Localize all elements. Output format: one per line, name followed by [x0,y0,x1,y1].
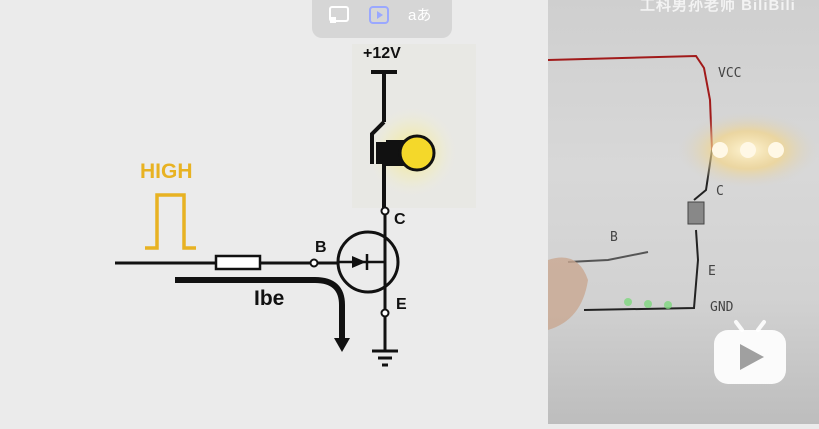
led-green-3 [664,301,672,309]
led-3 [768,142,784,158]
emitter-node [380,308,390,318]
schematic-panel: +12V HIGH B C E Ibe aあ [115,0,460,367]
translate-button[interactable]: aあ [408,2,440,30]
supply-label: +12V [363,45,401,62]
video-ai-button[interactable] [364,2,396,30]
collector-node [380,206,390,216]
video-toolbar: aあ [312,0,452,38]
emitter-label: E [396,296,407,313]
translate-icon: aあ [408,7,432,24]
gnd-wire [583,229,700,311]
photo-c-label: C [716,184,724,199]
switch-block [376,142,386,164]
gnd-label: GND [710,300,734,315]
collector-label: C [394,211,406,228]
diode-symbol [352,256,366,268]
play-button[interactable] [712,318,788,386]
base-node [309,258,319,268]
led-green-1 [624,298,632,306]
transistor-schematic [115,70,460,367]
demo-photo-drawing [548,54,818,330]
watermark: 工科男孙老师 BiliBili [640,0,796,14]
vcc-label: VCC [718,66,742,81]
lamp-bulb [398,134,436,172]
current-path [175,277,345,340]
cast-icon [329,6,349,23]
video-ai-icon [369,6,389,24]
led-1 [712,142,728,158]
b-wire [567,251,649,263]
photo-e-label: E [708,264,716,279]
base-resistor [214,254,262,271]
pulse-label: HIGH [140,160,193,183]
led-2 [740,142,756,158]
vcc-wire [548,54,713,151]
led-green-2 [644,300,652,308]
lamp-base [386,140,404,166]
base-label: B [315,239,327,256]
current-arrow-icon [334,338,350,352]
play-icon [714,320,786,384]
photo-b-label: B [610,230,618,245]
hand [548,257,588,330]
pulse-waveform [145,193,196,250]
cast-button[interactable] [324,2,356,30]
transistor-component [687,201,705,225]
current-label: Ibe [254,287,285,310]
